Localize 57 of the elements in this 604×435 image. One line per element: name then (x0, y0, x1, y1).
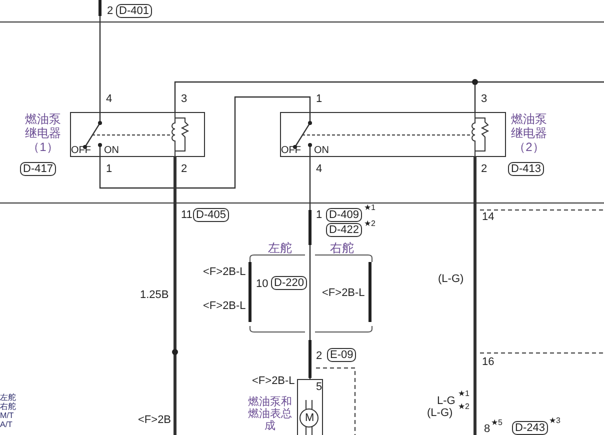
pin-label: 16 (482, 356, 494, 368)
pin-label: <F>2B (138, 414, 172, 426)
footnote-mark: ★2 (364, 220, 376, 228)
legend-text: 左舵 (0, 393, 16, 402)
pin-label: (L-G) (438, 273, 464, 285)
footnote-mark: ★1 (364, 204, 376, 212)
footnote-mark: ★1 (458, 390, 470, 398)
wire (174, 157, 176, 435)
pin-label: <F>2B-L (203, 266, 246, 278)
pin-label: 2 (481, 163, 488, 175)
pin-label: 4 (106, 93, 112, 105)
component-name: 燃油泵和燃油表总成 (247, 396, 293, 432)
pin-label: 2 (181, 163, 188, 175)
connector-code: D-405 (193, 208, 229, 222)
component-name: 燃油泵继电器（1） (24, 112, 62, 154)
pin-label: 2 (316, 350, 322, 362)
variant-label: 右舵 (330, 241, 354, 255)
footnote-mark: ★3 (549, 417, 560, 425)
pin-label: <F>2B-L (322, 287, 365, 299)
wire (99, 96, 311, 189)
pin-label: L-G (437, 395, 456, 407)
pin-label: 1 (316, 209, 322, 221)
connector-code: D-401 (116, 4, 152, 18)
pin-label: 8 (484, 423, 490, 435)
footnote-mark: ★2 (458, 403, 470, 411)
connector-code: D-220 (271, 276, 307, 290)
footnote-mark: ★5 (491, 419, 502, 427)
pin-label: (L-G) (427, 407, 453, 419)
connector-code: D-422 (326, 223, 362, 237)
legend-text: M/T (0, 411, 14, 420)
pin-label: 10 (256, 278, 268, 290)
switch-state-label: ON (104, 146, 119, 156)
wire (474, 157, 476, 435)
connector-code: D-413 (508, 162, 544, 176)
pin-label: 2 (107, 5, 114, 17)
pin-label: 1.25B (140, 289, 169, 301)
pin-label: 1 (316, 93, 322, 105)
pin-label: 1 (106, 163, 112, 175)
pin-label: <F>2B-L (252, 375, 295, 387)
pin-label: 11 (181, 209, 192, 221)
connector-code: D-243 (512, 421, 548, 435)
connector-code: D-417 (20, 162, 56, 176)
legend-text: A/T (0, 420, 12, 429)
connector-code: E-09 (327, 348, 356, 362)
legend-text: 右舵 (0, 402, 16, 411)
pin-label: 5 (316, 381, 322, 393)
switch-state-label: ON (314, 146, 329, 156)
wire (174, 81, 476, 112)
pin-label: <F>2B-L (203, 300, 246, 312)
pin-label: M (305, 412, 314, 424)
pin-label: 4 (316, 163, 322, 175)
pin-label: 14 (482, 211, 494, 223)
component-name: 燃油泵继电器（2） (510, 112, 548, 154)
variant-label: 左舵 (268, 241, 292, 255)
pin-label: 3 (181, 93, 188, 105)
pin-label: 3 (481, 93, 488, 105)
connector-code: D-409 (326, 208, 362, 222)
